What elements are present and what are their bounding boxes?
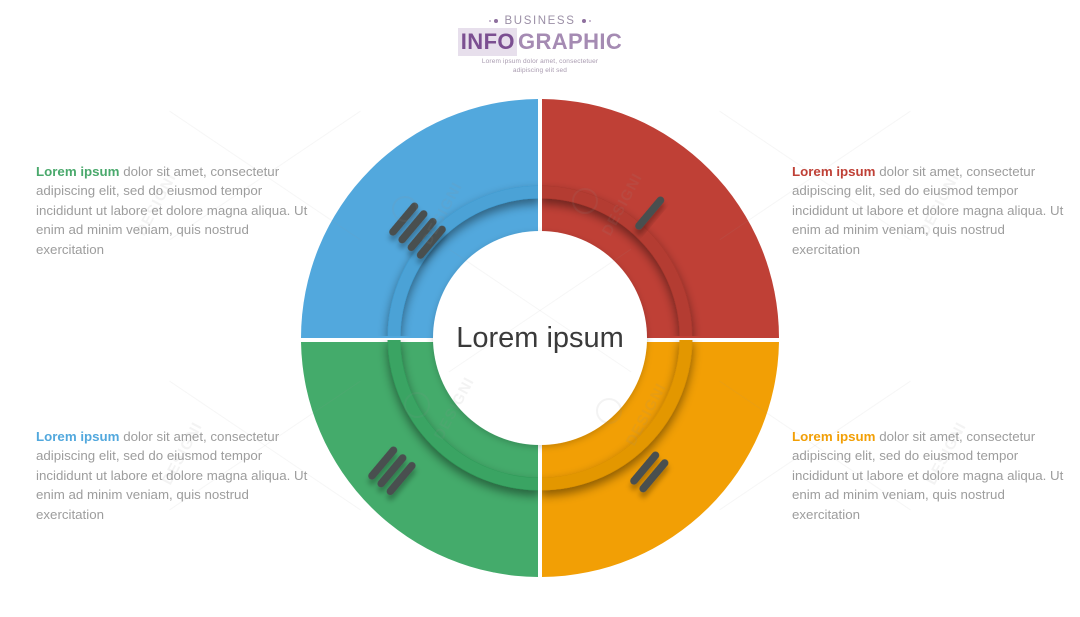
subtitle-line-1: Lorem ipsum dolor amet, consectetuer: [481, 58, 599, 65]
lead-bottom-left: Lorem ipsum: [36, 429, 120, 444]
title-graphic-part: GRAPHIC: [517, 29, 623, 54]
lead-top-left: Lorem ipsum: [36, 164, 120, 179]
title-info-part: INFO: [457, 28, 517, 56]
four-diagonal-bars-icon: [389, 202, 446, 259]
one-diagonal-bar-icon: [635, 196, 665, 230]
body-top-left: dolor sit amet, consectetur adipiscing e…: [36, 164, 308, 257]
body-bottom-left: dolor sit amet, consectetur adipiscing e…: [36, 429, 308, 522]
eyebrow-row: BUSINESS: [0, 14, 1080, 28]
body-top-right: dolor sit amet, consectetur adipiscing e…: [792, 164, 1064, 257]
three-diagonal-bars-icon: [368, 446, 416, 496]
body-bottom-right: dolor sit amet, consectetur adipiscing e…: [792, 429, 1064, 522]
subtitle-line-2: adipiscing elit sed: [512, 67, 568, 74]
dot-large-icon: [582, 19, 587, 23]
donut-chart-svg: Lorem ipsum: [301, 99, 779, 577]
groove-bottom-right: [542, 340, 693, 491]
eyebrow-label: BUSINESS: [504, 15, 576, 27]
two-diagonal-bars-icon: [630, 451, 669, 493]
donut-chart: Lorem ipsum: [301, 99, 779, 577]
header-subtitle: Lorem ipsum dolor amet, consectetuer adi…: [0, 57, 1080, 75]
dot-small-icon: [488, 19, 492, 23]
right-dots-ornament: [582, 19, 592, 23]
lead-top-right: Lorem ipsum: [792, 164, 876, 179]
left-dots-ornament: [488, 19, 498, 23]
groove-top-right: [542, 185, 693, 336]
description-top-left: Lorem ipsum dolor sit amet, consectetur …: [36, 162, 308, 259]
groove-bottom-left: [387, 340, 538, 491]
dot-small-icon: [588, 19, 592, 23]
dot-large-icon: [493, 19, 498, 23]
description-bottom-left: Lorem ipsum dolor sit amet, consectetur …: [36, 427, 308, 524]
center-label: Lorem ipsum: [456, 322, 624, 354]
lead-bottom-right: Lorem ipsum: [792, 429, 876, 444]
description-top-right: Lorem ipsum dolor sit amet, consectetur …: [792, 162, 1064, 259]
description-bottom-right: Lorem ipsum dolor sit amet, consectetur …: [792, 427, 1064, 524]
center-circle: [433, 231, 647, 445]
